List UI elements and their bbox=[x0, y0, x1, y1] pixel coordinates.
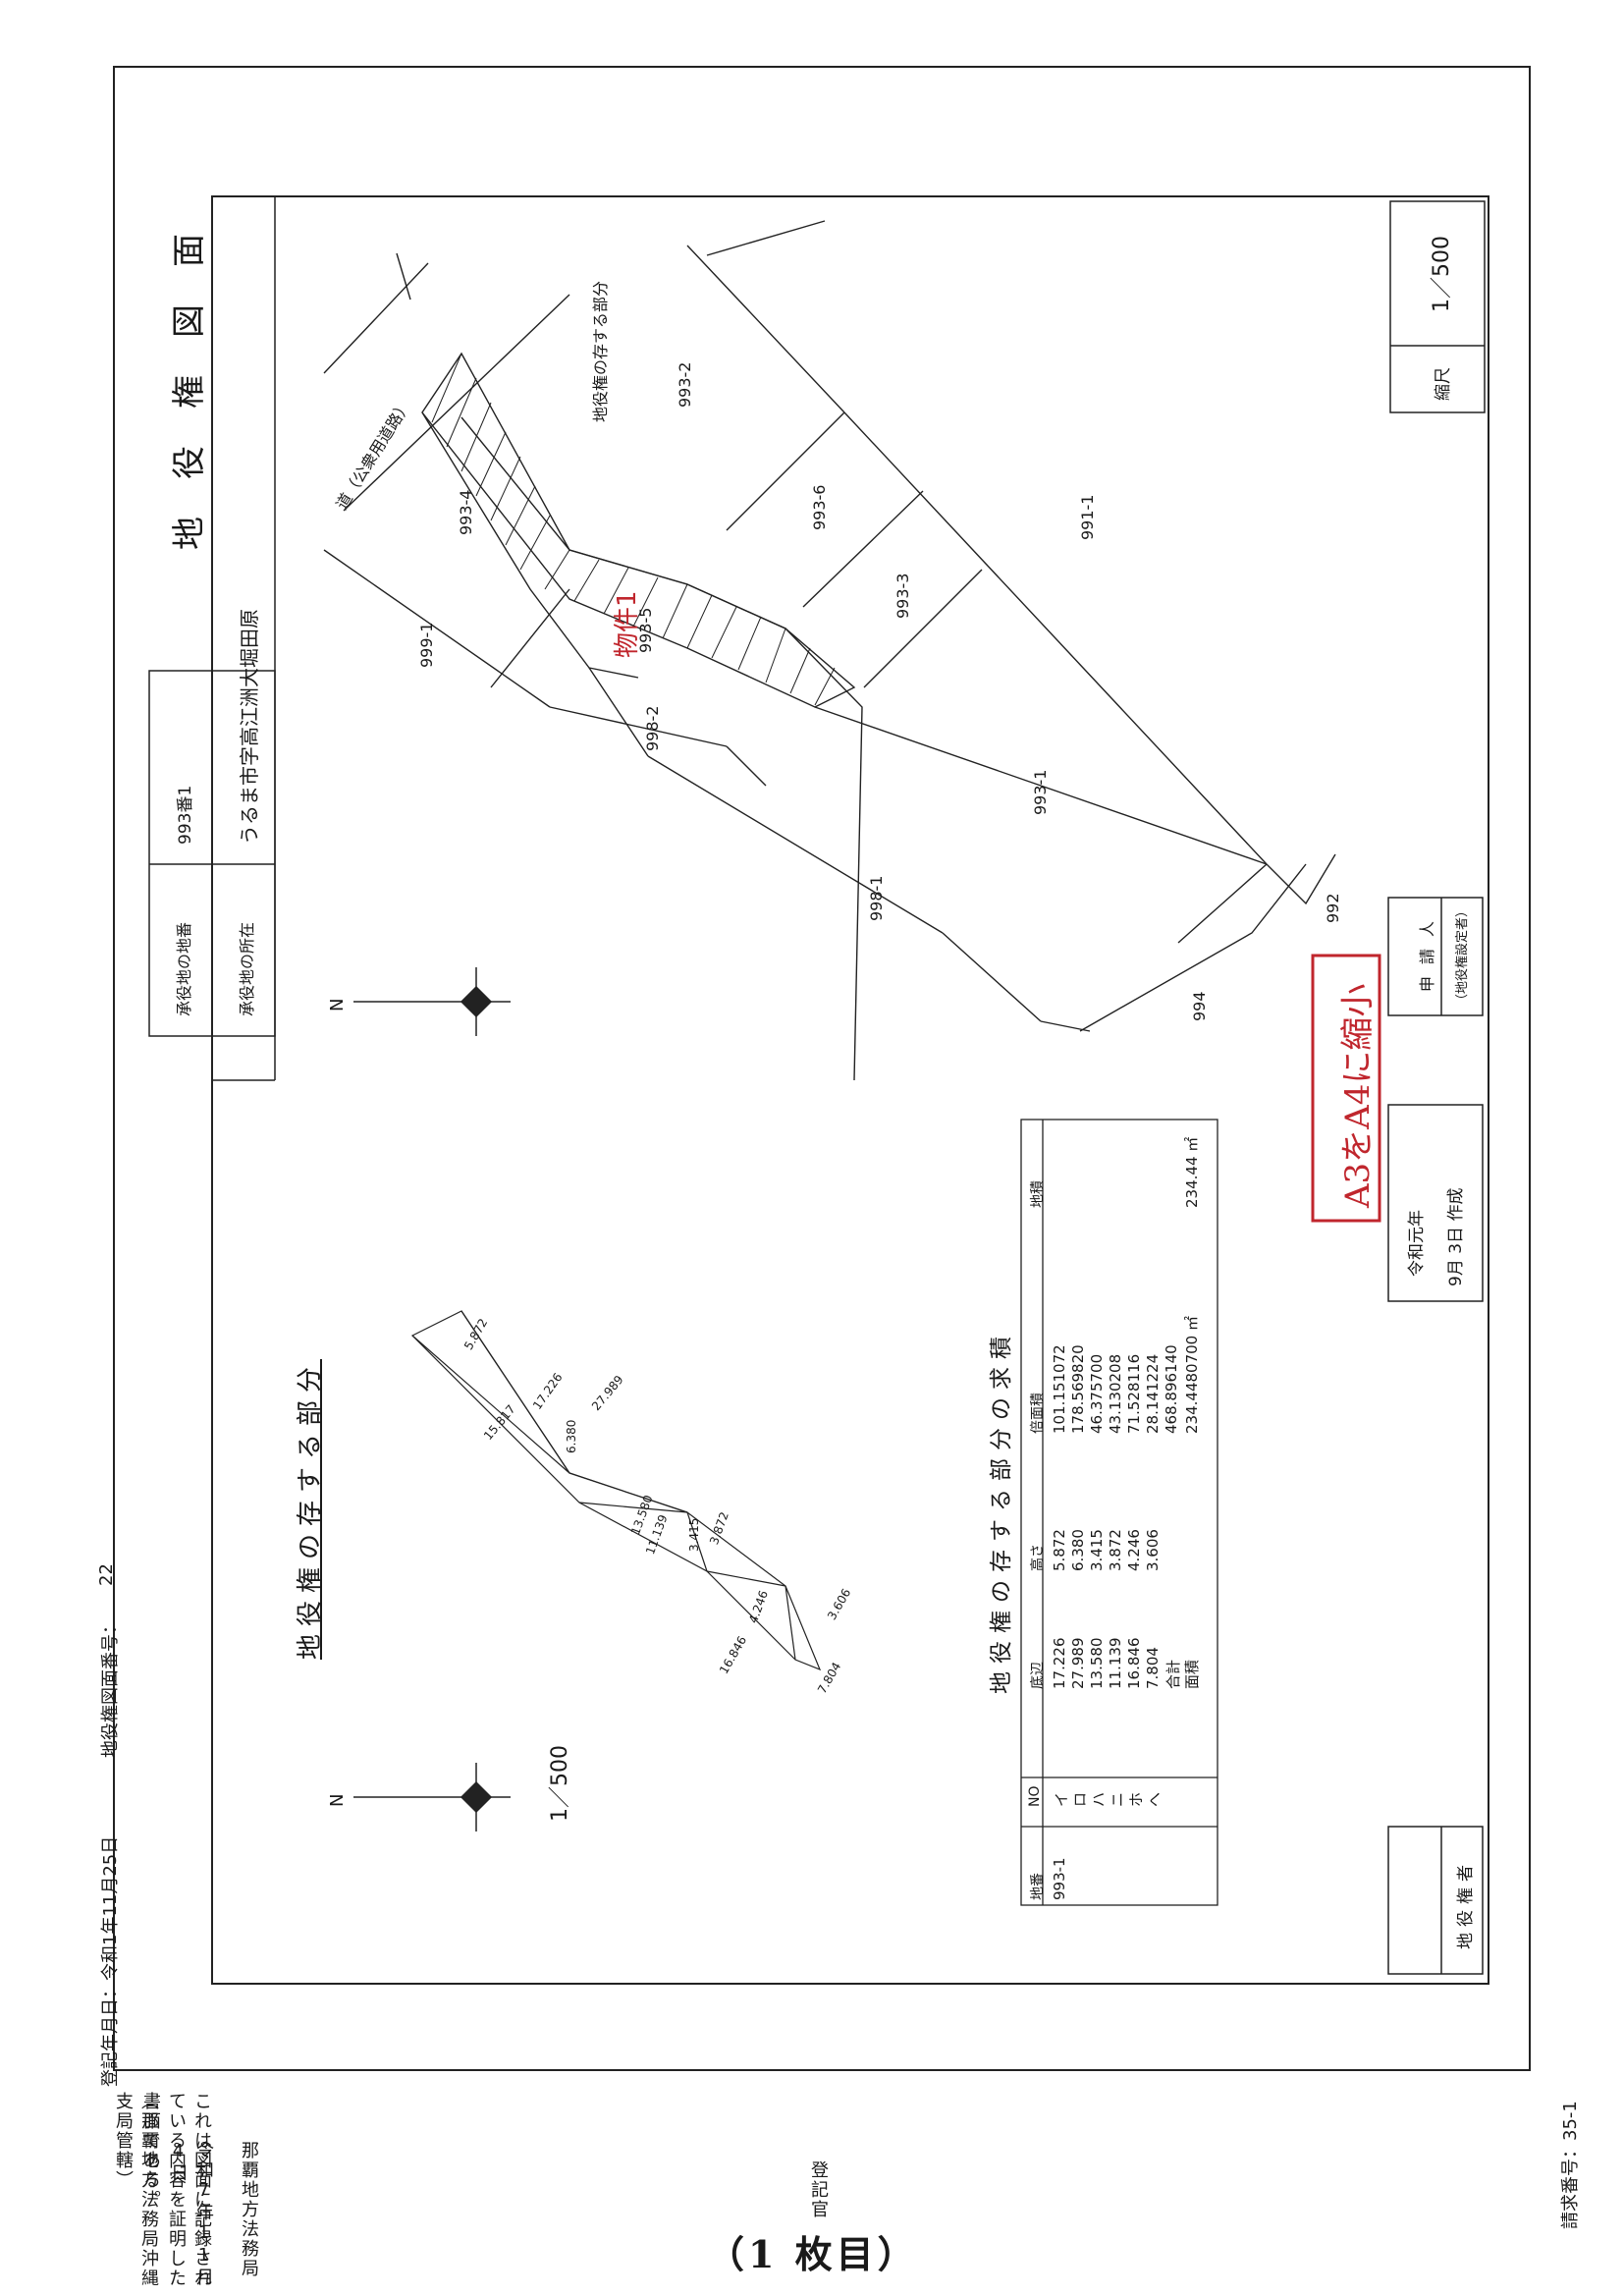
created-date: 9月 3日 作成 bbox=[1446, 1187, 1466, 1286]
certification-office: 那覇地方法務局 bbox=[239, 2141, 259, 2278]
table-height-cell: 3.606 bbox=[1144, 1529, 1162, 1571]
table-header-cell: NO bbox=[1027, 1785, 1043, 1808]
certification-line2: （那覇地方法務局沖縄支局管轄） bbox=[113, 2092, 159, 2288]
table-height-cell: 3.415 bbox=[1088, 1529, 1106, 1571]
table-base-cell: 27.989 bbox=[1069, 1637, 1087, 1690]
table-total-label: 合計 bbox=[1164, 1659, 1182, 1689]
sketch-scale: 1／500 bbox=[548, 1745, 572, 1822]
reduction-stamp-box bbox=[1311, 954, 1381, 1223]
drawing-frame bbox=[211, 195, 1489, 1985]
north-label-bottom: N bbox=[327, 1793, 348, 1807]
certification-officer: 登記官 bbox=[808, 2160, 829, 2219]
request-number: 請求番号：35-1 bbox=[1560, 2101, 1581, 2229]
lot-993-3: 993-3 bbox=[893, 573, 912, 620]
lot-999-1: 999-1 bbox=[417, 622, 436, 669]
date-box bbox=[1387, 1104, 1484, 1302]
applicant-box bbox=[1387, 897, 1484, 1016]
area-table-grid bbox=[1020, 1119, 1218, 1906]
lot-993-1: 993-1 bbox=[1031, 769, 1050, 816]
scale-label: 縮尺 bbox=[1434, 367, 1453, 401]
servient-location-label: 承役地の所在 bbox=[238, 921, 256, 1016]
table-header-cell: 地積 bbox=[1030, 1180, 1046, 1208]
certification-line1: これは図面に記録されている内容を証明した書面である。 bbox=[140, 2092, 212, 2288]
holder-box bbox=[1387, 1826, 1484, 1975]
north-label-top: N bbox=[327, 998, 348, 1011]
servient-lot-label: 承役地の地番 bbox=[175, 921, 193, 1016]
table-double-area-cell: 178.569820 bbox=[1069, 1344, 1087, 1434]
table-header-cell: 高さ bbox=[1030, 1544, 1046, 1571]
table-no-cell: ホ bbox=[1127, 1791, 1145, 1807]
outer-frame bbox=[113, 66, 1531, 2071]
created-era: 令和元年 bbox=[1407, 1210, 1427, 1277]
table-no-cell: ニ bbox=[1109, 1791, 1126, 1807]
lot-991-1: 991-1 bbox=[1078, 494, 1097, 541]
table-no-cell: ハ bbox=[1090, 1791, 1108, 1807]
lot-993-6: 993-6 bbox=[810, 484, 829, 531]
parcel-lines bbox=[323, 220, 1336, 1081]
easement-hatch bbox=[421, 352, 856, 708]
table-no-cell: へ bbox=[1146, 1791, 1164, 1807]
lot-993-5: 993-5 bbox=[636, 607, 655, 654]
lot-998-1: 998-1 bbox=[867, 875, 886, 922]
lot-992: 992 bbox=[1324, 893, 1342, 923]
table-base-cell: 11.139 bbox=[1107, 1637, 1124, 1690]
table-double-area-cell: 43.130208 bbox=[1107, 1353, 1124, 1434]
table-base-cell: 7.804 bbox=[1144, 1647, 1162, 1689]
page-count: （1 枚目） bbox=[707, 2232, 919, 2276]
table-base-cell: 13.580 bbox=[1088, 1637, 1106, 1690]
sketch-title: 地役権の存する部分 bbox=[296, 1358, 325, 1660]
north-arrow-top bbox=[353, 967, 511, 1036]
drawing-title: 地役権図面 bbox=[170, 196, 209, 550]
table-base-cell: 17.226 bbox=[1051, 1637, 1068, 1690]
table-double-area-cell: 71.528116 bbox=[1125, 1353, 1143, 1434]
table-total-value: 468.896140 bbox=[1163, 1344, 1180, 1434]
table-double-area-cell: 101.151072 bbox=[1051, 1344, 1068, 1434]
table-area-value: 234.4480700 ㎡ bbox=[1183, 1316, 1201, 1434]
table-land-area: 234.44 ㎡ bbox=[1183, 1136, 1201, 1208]
table-height-cell: 5.872 bbox=[1051, 1529, 1068, 1571]
map-number-label: 地役権図面番号： bbox=[100, 1616, 121, 1758]
lot-993-2: 993-2 bbox=[676, 361, 694, 409]
holder-label: 地役権者 bbox=[1456, 1859, 1476, 1949]
scale-value: 1／500 bbox=[1430, 236, 1454, 312]
table-no-cell: ロ bbox=[1071, 1791, 1089, 1807]
sketch-edge-label: 3.415 bbox=[687, 1517, 701, 1552]
servient-lot: 993番1 bbox=[176, 785, 195, 845]
lot-994: 994 bbox=[1190, 991, 1209, 1021]
table-header-cell: 底辺 bbox=[1030, 1662, 1046, 1689]
table-header-cell: 地番 bbox=[1030, 1873, 1046, 1900]
table-height-cell: 4.246 bbox=[1125, 1529, 1143, 1571]
reduction-stamp: A3をA4に縮小 bbox=[1338, 983, 1378, 1208]
table-lot-cell: 993-1 bbox=[1051, 1857, 1068, 1900]
table-height-cell: 3.872 bbox=[1107, 1529, 1124, 1571]
easement-sketch-shape bbox=[410, 1310, 822, 1671]
servient-location: うるま市字高江洲大堀田原 bbox=[238, 609, 261, 845]
applicant-label: 申請人 bbox=[1418, 908, 1436, 992]
easement-area-label: 地役権の存する部分 bbox=[591, 280, 610, 422]
registration-date: 登記年月日：令和1年11月25日 bbox=[100, 1835, 121, 2087]
scale-box bbox=[1389, 200, 1486, 413]
applicant-sub: （地役権設定者） bbox=[1455, 903, 1470, 1007]
table-area-label: 面積 bbox=[1183, 1659, 1201, 1689]
table-height-cell: 6.380 bbox=[1069, 1529, 1087, 1571]
north-arrow-bottom bbox=[353, 1763, 511, 1831]
lot-998-2: 998-2 bbox=[643, 705, 662, 752]
table-header-cell: 倍面積 bbox=[1030, 1393, 1046, 1434]
map-number: 22 bbox=[96, 1563, 117, 1586]
table-double-area-cell: 28.141224 bbox=[1144, 1353, 1162, 1434]
area-table-title: 地役権の存する部分の求積 bbox=[989, 1329, 1014, 1694]
table-base-cell: 16.846 bbox=[1125, 1637, 1143, 1690]
sketch-edge-label: 6.380 bbox=[565, 1419, 578, 1453]
table-double-area-cell: 46.375700 bbox=[1088, 1353, 1106, 1434]
certification-date-col: 令和7年11月4日 bbox=[168, 2141, 214, 2287]
lot-993-4: 993-4 bbox=[457, 489, 475, 536]
table-no-cell: イ bbox=[1053, 1791, 1070, 1807]
